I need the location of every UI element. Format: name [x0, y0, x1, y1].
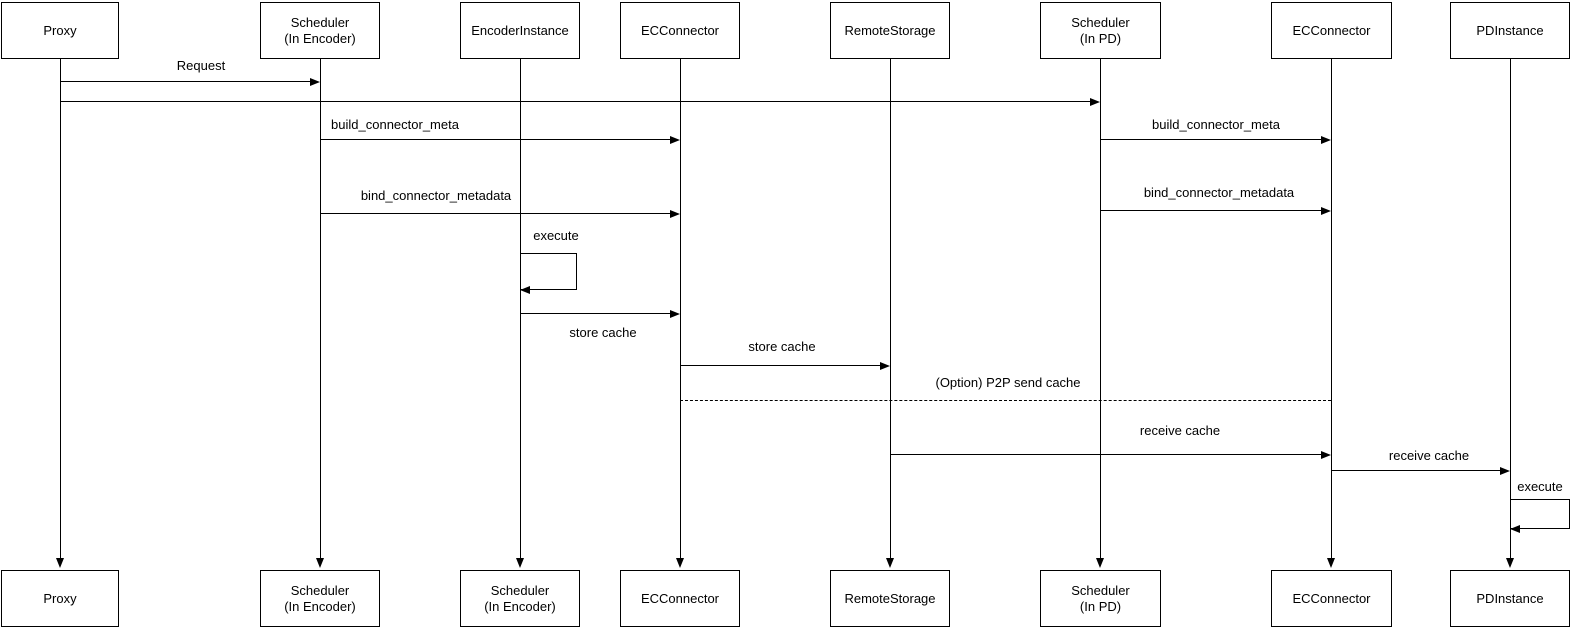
actor-top-encoder-instance: EncoderInstance	[460, 2, 580, 59]
lifeline-remote-storage	[889, 59, 891, 559]
actor-label-line: (In Encoder)	[284, 30, 356, 46]
arrowhead-right-icon	[1321, 450, 1331, 459]
actor-top-proxy: Proxy	[1, 2, 119, 59]
lifeline-ec-connector-encoder	[679, 59, 681, 559]
actor-bottom-proxy: Proxy	[1, 570, 119, 627]
lifeline-scheduler-in-pd	[1099, 59, 1101, 559]
actor-top-remote-storage: RemoteStorage	[830, 2, 950, 59]
lifeline-ec-connector-pd	[1330, 59, 1332, 559]
actor-label-line: Scheduler	[290, 14, 350, 30]
arrowhead-right-icon	[880, 361, 890, 370]
actor-label-line: PDInstance	[1476, 590, 1544, 606]
message-label-build-connector-meta-encoder: build_connector_meta	[329, 117, 461, 132]
message-label-store-cache-remote: store cache	[746, 339, 818, 354]
actor-bottom-remote-storage: RemoteStorage	[830, 570, 950, 627]
actor-label-line: Scheduler	[1071, 14, 1130, 30]
message-line-proxy-to-scheduler-pd	[60, 101, 1092, 102]
arrowhead-right-icon	[1321, 206, 1331, 215]
arrowhead-down-icon	[675, 558, 684, 568]
arrowhead-down-icon	[315, 558, 324, 568]
actor-bottom-pd-instance: PDInstance	[1450, 570, 1570, 627]
arrowhead-left-icon	[1510, 524, 1520, 533]
message-label-execute-pd: execute	[1515, 479, 1565, 494]
message-line-build-connector-meta-encoder	[320, 139, 672, 140]
actor-top-pd-instance: PDInstance	[1450, 2, 1570, 59]
actor-label-line: (In PD)	[1079, 598, 1122, 614]
actor-bottom-scheduler-in-pd: Scheduler(In PD)	[1040, 570, 1161, 627]
actor-label-line: Scheduler	[290, 582, 350, 598]
actor-top-ec-connector-pd: ECConnector	[1271, 2, 1392, 59]
arrowhead-right-icon	[310, 77, 320, 86]
actor-label-line: Scheduler	[1071, 582, 1130, 598]
message-label-bind-connector-metadata-encoder: bind_connector_metadata	[358, 188, 514, 203]
actor-label-line: Proxy	[43, 590, 77, 606]
actor-top-scheduler-in-pd: Scheduler(In PD)	[1040, 2, 1161, 59]
actor-bottom-ec-connector-pd: ECConnector	[1271, 570, 1392, 627]
actor-label-line: ECConnector	[640, 590, 720, 606]
arrowhead-right-icon	[670, 309, 680, 318]
message-line-build-connector-meta-pd	[1100, 139, 1323, 140]
actor-top-ec-connector-encoder: ECConnector	[620, 2, 740, 59]
actor-label-line: PDInstance	[1476, 22, 1544, 38]
message-line-receive-cache-ec	[890, 454, 1323, 455]
actor-label-line: Scheduler	[490, 582, 550, 598]
actor-label-line: EncoderInstance	[471, 22, 569, 38]
actor-label-line: (In Encoder)	[484, 598, 556, 614]
actor-label-line: ECConnector	[640, 22, 720, 38]
arrowhead-right-icon	[1500, 466, 1510, 475]
message-label-store-cache-encoder: store cache	[567, 325, 639, 340]
self-loop-execute-encoder	[520, 253, 577, 290]
message-line-p2p-send-cache	[680, 400, 1331, 401]
actor-label-line: (In PD)	[1079, 30, 1122, 46]
actor-label-line: ECConnector	[1292, 22, 1371, 38]
arrowhead-right-icon	[670, 135, 680, 144]
arrowhead-down-icon	[1505, 558, 1514, 568]
message-label-receive-cache-pd: receive cache	[1386, 448, 1472, 463]
arrowhead-right-icon	[1321, 135, 1331, 144]
message-label-execute-encoder: execute	[531, 228, 581, 243]
actor-label-line: ECConnector	[1292, 590, 1371, 606]
message-label-receive-cache-ec: receive cache	[1137, 423, 1223, 438]
arrowhead-down-icon	[885, 558, 894, 568]
actor-top-scheduler-in-encoder: Scheduler(In Encoder)	[260, 2, 380, 59]
message-line-store-cache-encoder	[520, 313, 672, 314]
lifeline-pd-instance	[1509, 59, 1511, 559]
arrowhead-right-icon	[670, 209, 680, 218]
arrowhead-down-icon	[55, 558, 64, 568]
actor-label-line: (In Encoder)	[284, 598, 356, 614]
arrowhead-left-icon	[520, 285, 530, 294]
message-label-bind-connector-metadata-pd: bind_connector_metadata	[1141, 185, 1297, 200]
lifeline-proxy	[59, 59, 61, 559]
actor-bottom-ec-connector-encoder: ECConnector	[620, 570, 740, 627]
message-line-store-cache-remote	[680, 365, 882, 366]
self-loop-execute-pd	[1510, 499, 1570, 529]
message-label-p2p-send-cache: (Option) P2P send cache	[933, 375, 1083, 390]
lifeline-scheduler-in-encoder	[319, 59, 321, 559]
message-line-bind-connector-metadata-encoder	[320, 213, 672, 214]
lifeline-encoder-instance	[519, 59, 521, 559]
arrowhead-down-icon	[515, 558, 524, 568]
arrowhead-right-icon	[1090, 97, 1100, 106]
actor-label-line: RemoteStorage	[844, 590, 936, 606]
message-line-receive-cache-pd	[1331, 470, 1502, 471]
arrowhead-down-icon	[1095, 558, 1104, 568]
message-label-build-connector-meta-pd: build_connector_meta	[1150, 117, 1282, 132]
message-line-bind-connector-metadata-pd	[1100, 210, 1323, 211]
actor-label-line: Proxy	[43, 22, 77, 38]
arrowhead-down-icon	[1326, 558, 1335, 568]
actor-bottom-scheduler-in-encoder: Scheduler(In Encoder)	[260, 570, 380, 627]
actor-bottom-encoder-instance: Scheduler(In Encoder)	[460, 570, 580, 627]
message-line-request	[60, 81, 312, 82]
message-label-request: Request	[174, 58, 228, 73]
actor-label-line: RemoteStorage	[844, 22, 936, 38]
